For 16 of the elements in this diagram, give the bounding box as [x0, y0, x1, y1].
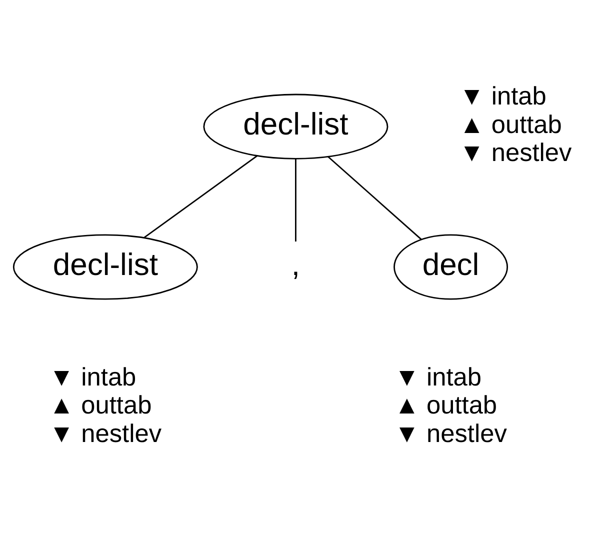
node-ellipse: decl-list: [12, 234, 198, 300]
node-label: ▼ nestlev: [49, 419, 162, 448]
node-label: ▼ intab: [459, 82, 546, 110]
node-text: ,: [291, 246, 300, 282]
node-ellipse: decl-list: [203, 93, 388, 159]
node-label: ▲ outtab: [49, 391, 152, 420]
connector: [327, 155, 422, 240]
node-label: ▲ outtab: [394, 391, 498, 420]
node-label: ▼ nestlev: [459, 138, 572, 166]
node-label: ▼ intab: [394, 362, 482, 391]
node-ellipse: decl: [394, 234, 508, 300]
node-label: ▼ intab: [49, 362, 136, 391]
node-label: ▼ nestlev: [394, 419, 507, 448]
connector: [295, 158, 296, 242]
node-label: ▲ outtab: [459, 110, 562, 138]
connector: [143, 154, 258, 238]
